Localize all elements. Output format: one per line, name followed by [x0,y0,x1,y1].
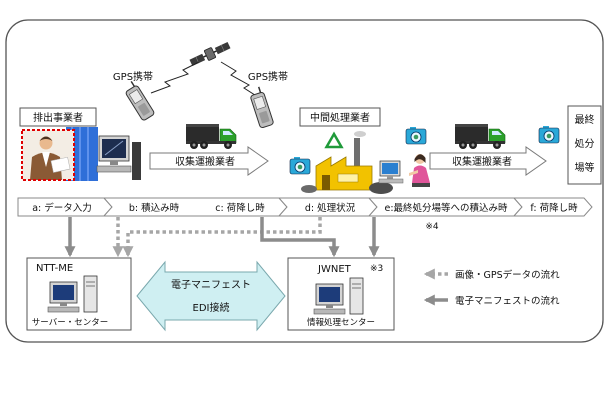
edi-link-label: 電子マニフェスト [171,279,251,291]
operator-woman-icon [409,154,430,187]
transport-label: 収集運搬業者 [175,155,235,168]
highlight-border [21,129,75,181]
image-gps-flow-arrow [122,217,322,258]
edi-link-arrow [136,260,286,332]
ntt-center-caption: サーバー・センター [32,318,108,328]
computer-icon [96,135,141,180]
legend-solid-label: 電子マニフェストの流れ [455,295,560,307]
timeline-step: e:最終処分場等への積込み時 [384,202,508,214]
diagram-frame [5,19,604,343]
satellite-icon [189,41,231,67]
ntt-center-box [26,257,132,331]
gps-phone-label: GPS携帯 [248,70,288,83]
truck-icon [455,124,506,149]
recycle-icon [324,131,344,149]
timeline-step: a: データ入力 [32,202,92,214]
transport-label: 収集運搬業者 [452,155,512,168]
timeline-step: b: 積込み時 [129,202,180,214]
transport-arrow [429,146,547,176]
discharger-label: 排出事業者 [33,111,83,124]
final-disposal-label: 処分 [575,137,595,150]
ntt-center-name: NTT-ME [36,263,73,274]
discharger-label-box [19,107,97,127]
jwnet-center-note: ※3 [370,264,383,274]
gps-phone-icon [250,86,274,129]
jwnet-center-name: JWNET [317,264,352,275]
timeline-step: d: 処理状況 [305,202,356,214]
computer-icon [378,160,404,184]
timeline-step: c: 荷降し時 [215,202,265,214]
gps-signal-icon [220,61,259,98]
truck-icon [186,124,237,149]
person-photo [22,130,74,180]
intermediate-label: 中間処理業者 [310,111,370,124]
gps-signal-icon [150,61,200,94]
intermediate-label-box [299,107,381,127]
final-disposal-label: 場等 [575,161,595,174]
timeline-step: f: 荷降し時 [530,202,578,214]
final-disposal-label: 最終 [575,113,595,126]
timeline: a: データ入力 b: 積込み時 c: 荷降し時 d: 処理状況 e:最終処分場… [17,197,593,217]
transport-arrow [149,146,269,176]
gps-phone-icon [125,80,155,121]
server-computer-icon [47,275,98,313]
edi-link-label: EDI接続 [193,301,230,314]
gps-phone-label: GPS携帯 [113,70,153,83]
server-computer-icon [313,277,364,315]
camera-icon [405,127,427,145]
timeline-note: ※4 [425,222,439,232]
jwnet-center-caption: 情報処理センター [307,317,375,328]
legend: 画像・GPSデータの流れ 電子マニフェストの流れ [423,268,560,307]
manifest-flow-arrow [260,217,340,258]
legend-dotted-label: 画像・GPSデータの流れ [455,269,560,281]
processing-plant-icon [301,131,393,194]
camera-icon [538,126,560,144]
camera-icon [289,157,311,175]
timeline-segment [512,197,593,217]
final-disposal-box [567,105,602,185]
